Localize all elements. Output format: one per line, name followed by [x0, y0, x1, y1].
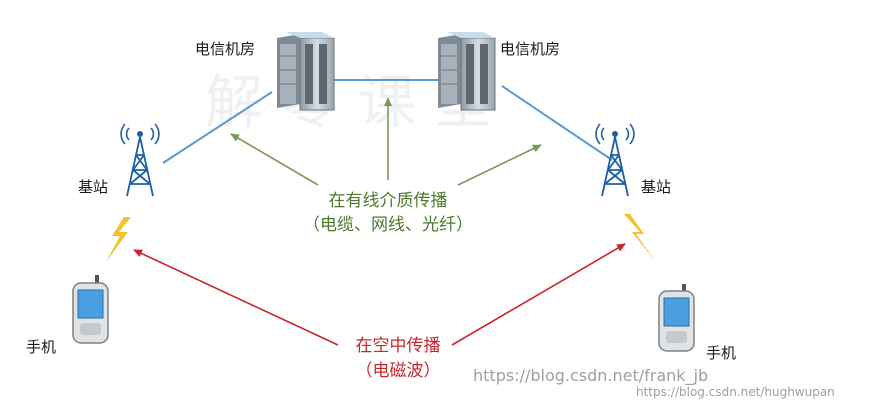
room-label-left: 电信机房 [195, 40, 256, 58]
phone-label-left: 手机 [26, 338, 57, 356]
station-label-left: 基站 [78, 178, 109, 196]
lightning-icon [106, 217, 131, 262]
mobile-phone-icon [658, 284, 695, 352]
antenna-tower-icon [595, 123, 635, 197]
phone-label-right: 手机 [706, 344, 737, 362]
wireless-caption-line1: 在空中传播 [355, 336, 441, 356]
wired-caption-line2: （电缆、网线、光纤） [303, 215, 473, 235]
mobile-phone-icon [72, 275, 109, 344]
wireless-arrow-left [133, 249, 339, 346]
wireless-caption-line2: （电磁波） [355, 361, 441, 381]
antenna-tower-icon [120, 123, 160, 197]
link-left-station-room [162, 91, 273, 164]
watermark-lower: https://blog.csdn.net/hughwupan [636, 385, 835, 399]
server-icon [277, 32, 335, 111]
room-label-right: 电信机房 [500, 40, 561, 58]
wired-arrow-left [230, 133, 319, 186]
watermark-upper: https://blog.csdn.net/frank_jb [473, 366, 709, 385]
wireless-arrow-right [451, 243, 626, 346]
link-right-room-station [501, 85, 613, 161]
wired-caption-line1: 在有线介质传播 [328, 191, 448, 211]
station-label-right: 基站 [641, 178, 672, 196]
lightning-icon [624, 214, 656, 262]
wired-arrow-right [457, 144, 542, 186]
server-icon [438, 32, 496, 111]
